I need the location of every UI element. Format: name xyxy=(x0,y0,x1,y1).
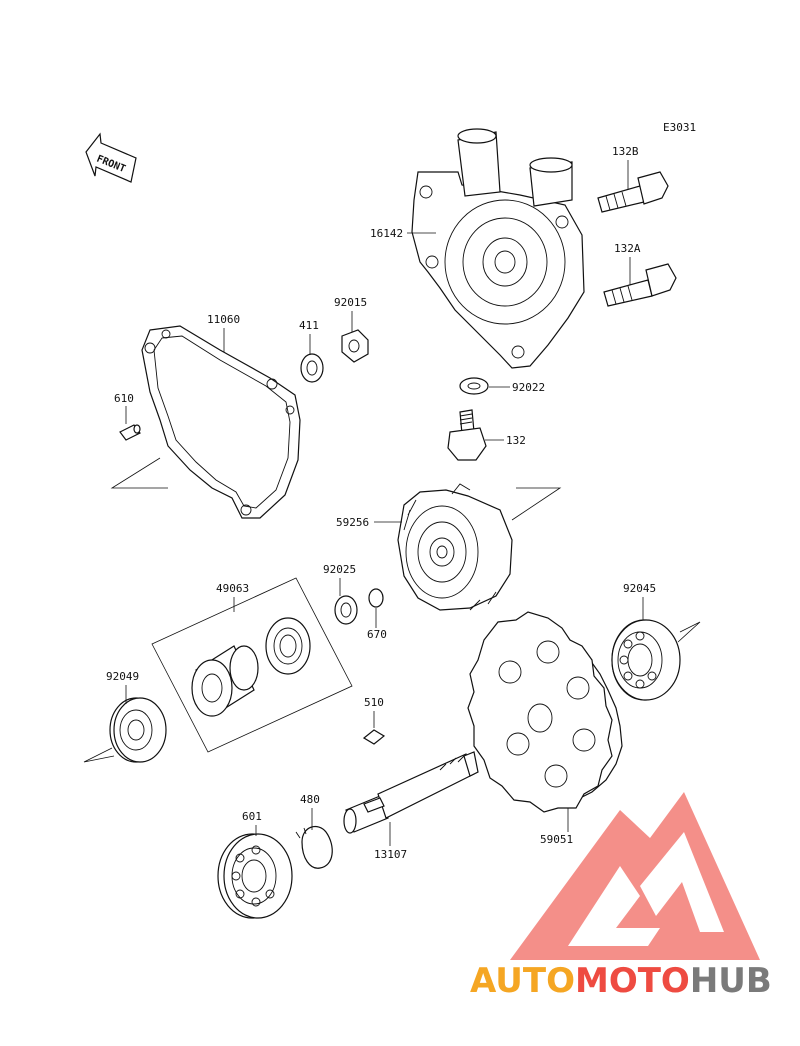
mechanical-seal xyxy=(191,645,259,717)
label-16142: 16142 xyxy=(370,227,403,240)
logo-hub: HUB xyxy=(690,961,772,1001)
logo-auto: AUTO xyxy=(470,961,575,1001)
label-92049: 92049 xyxy=(106,670,139,683)
nut-92015 xyxy=(341,329,369,363)
label-92025: 92025 xyxy=(323,563,356,576)
logo-triangle-inner xyxy=(568,866,660,946)
label-411: 411 xyxy=(299,319,319,332)
dowel-pin-610 xyxy=(119,424,141,441)
label-601: 601 xyxy=(242,810,262,823)
label-132a: 132A xyxy=(614,242,641,255)
diagram-code: E3031 xyxy=(663,121,696,134)
bolt-132b xyxy=(597,171,669,213)
label-510: 510 xyxy=(364,696,384,709)
bolt-132a xyxy=(603,263,677,307)
gear-59051 xyxy=(467,611,623,813)
pump-cover xyxy=(411,128,585,369)
label-11060: 11060 xyxy=(207,313,240,326)
seal-ring xyxy=(265,617,311,675)
key-510 xyxy=(362,729,386,745)
label-92015: 92015 xyxy=(334,296,367,309)
label-92022: 92022 xyxy=(512,381,545,394)
label-132b: 132B xyxy=(612,145,639,158)
label-670: 670 xyxy=(367,628,387,641)
o-ring-670 xyxy=(368,588,384,608)
label-480: 480 xyxy=(300,793,320,806)
impeller xyxy=(397,483,513,611)
washer-92025 xyxy=(334,595,358,625)
washer-411 xyxy=(300,353,324,383)
seal-group-box xyxy=(151,577,353,753)
label-59256: 59256 xyxy=(336,516,369,529)
label-132: 132 xyxy=(506,434,526,447)
label-92045: 92045 xyxy=(623,582,656,595)
label-59051: 59051 xyxy=(540,833,573,846)
front-arrow-icon: FRONT xyxy=(85,132,137,183)
bearing-92049 xyxy=(109,697,167,763)
bearing-92045 xyxy=(611,619,681,701)
label-13107: 13107 xyxy=(374,848,407,861)
label-49063: 49063 xyxy=(216,582,249,595)
washer-92022 xyxy=(459,377,489,395)
pump-shaft xyxy=(343,751,479,834)
logo-moto: MOTO xyxy=(575,961,690,1001)
automotohub-logo: AUTOMOTOHUB xyxy=(470,792,772,1001)
bearing-601 xyxy=(217,833,293,919)
circlip-480 xyxy=(295,825,333,869)
logo-word: AUTOMOTOHUB xyxy=(470,961,772,1001)
gasket xyxy=(141,325,301,519)
bolt-132 xyxy=(447,409,487,461)
label-610: 610 xyxy=(114,392,134,405)
